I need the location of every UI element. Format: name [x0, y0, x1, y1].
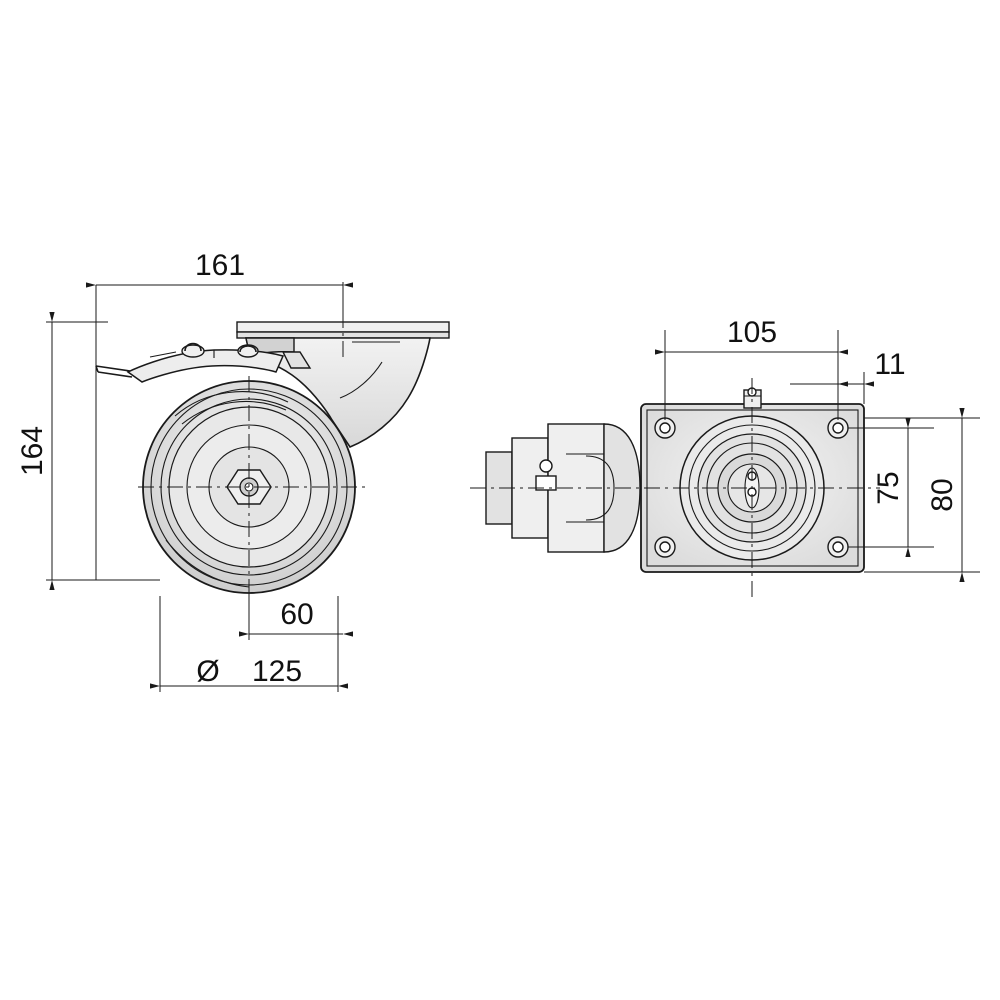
- bolt-hole-top-left: [654, 417, 676, 439]
- dimension-75-label: 75: [872, 471, 905, 504]
- front-bolt-holes: [654, 417, 849, 558]
- diameter-symbol: Ø: [196, 655, 219, 688]
- dimension-diameter-125: Ø 125: [150, 655, 348, 689]
- dimension-161-label: 161: [195, 249, 245, 282]
- front-view: 105 11 75 80: [470, 316, 980, 600]
- dimension-105-label: 105: [727, 316, 777, 349]
- bolt-hole-top-right: [827, 417, 849, 439]
- dimension-164: 164: [16, 312, 55, 590]
- side-fork-housing: [95, 337, 431, 448]
- bolt-hole-bottom-left: [654, 536, 676, 558]
- dimension-161: 161: [86, 249, 353, 288]
- dimension-60-label: 60: [280, 598, 313, 631]
- dimension-105: 105: [655, 316, 848, 355]
- side-view: 161 164 60 Ø 125: [16, 249, 450, 692]
- dimension-80-label: 80: [926, 478, 959, 511]
- dimension-80: 80: [926, 408, 965, 582]
- bolt-hole-bottom-right: [827, 536, 849, 558]
- dimension-125-label: 125: [252, 655, 302, 688]
- side-wheel: [142, 380, 356, 594]
- dimension-75: 75: [872, 418, 911, 557]
- dimension-164-label: 164: [16, 426, 49, 476]
- dimension-11: 11: [790, 348, 906, 387]
- dimension-60: 60: [239, 598, 353, 637]
- side-brake-lever: [149, 350, 215, 358]
- dimension-11-label: 11: [874, 348, 905, 381]
